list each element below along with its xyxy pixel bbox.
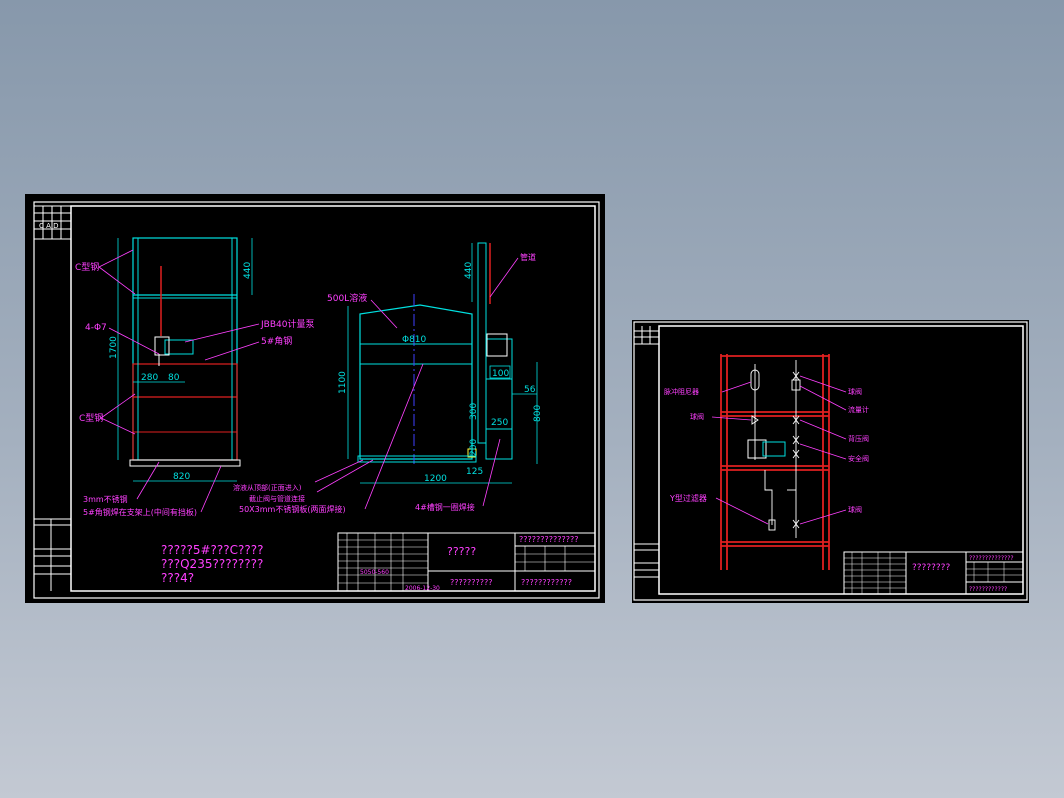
callout-pipe: 管道 — [520, 252, 536, 262]
inner-frame-2 — [658, 325, 1024, 595]
dim-1100: 1100 — [338, 371, 348, 394]
dim-200: 200 — [469, 439, 479, 456]
callout-base: 4#槽钢一圈焊接 — [415, 502, 475, 512]
title-block-2-title: ???????? — [912, 563, 950, 573]
callouts-2: 脉冲阻尼器 球阀 Y型过滤器 球阀 流量计 背压阀 安全阀 球阀 — [664, 375, 869, 525]
title-block-1-top-right: ?????????????? — [519, 535, 578, 544]
callout-check-valve: 球阀 — [848, 505, 862, 514]
title-block-1-drawing-no: 5050-560 — [360, 569, 389, 576]
callout-hole: 4-Φ7 — [85, 323, 107, 333]
side-view: 1100 Φ810 1200 440 100 56 800 300 250 20… — [233, 242, 543, 514]
dim-1700: 1700 — [109, 336, 119, 359]
dim-125: 125 — [466, 467, 483, 477]
piping — [750, 360, 801, 538]
title-block-1: ????? ?????????? ?????????????? ????????… — [337, 532, 596, 592]
callout-c-channel-mid: C型钢 — [79, 412, 103, 424]
outer-frame-2 — [633, 321, 1028, 601]
callout-flow-meter: 流量计 — [848, 405, 869, 414]
callout-meter: JBB40计量泵 — [260, 318, 314, 330]
dim-280: 280 — [141, 373, 158, 383]
dim-440-side: 440 — [464, 262, 474, 279]
sheet-2-drawing: 脉冲阻尼器 球阀 Y型过滤器 球阀 流量计 背压阀 安全阀 球阀 — [633, 321, 1028, 601]
frame-structure — [720, 354, 830, 570]
front-view: 1700 440 280 80 820 C型钢 4-Φ7 C型钢 JBB40计量… — [75, 237, 314, 517]
dim-440-front: 440 — [243, 262, 253, 279]
sheet-1: C A D 1700 440 — [25, 194, 605, 603]
dim-250: 250 — [491, 418, 508, 428]
title-block-2-top-right: ?????????????? — [969, 555, 1014, 562]
callout-angle: 5#角钢 — [261, 335, 292, 347]
title-block-1-bottom-right: ???????????? — [521, 578, 572, 587]
dim-820: 820 — [173, 472, 190, 482]
title-block-1-title: ????? — [447, 545, 476, 558]
callout-back-pressure: 背压阀 — [848, 434, 869, 443]
callout-valve: 截止阀与管道连接 — [249, 494, 305, 503]
inner-frame — [70, 205, 596, 592]
title-block-2: ???????? ?????????????? ???????????? — [843, 551, 1024, 595]
note-line-1: ?????5#???C???? — [161, 543, 264, 557]
note-line-2: ???Q235???????? — [161, 557, 263, 571]
dim-diameter: Φ810 — [402, 335, 427, 345]
callout-plate: 3mm不锈钢 — [83, 494, 128, 504]
strip-label-cad: C A D — [39, 222, 59, 230]
pump-body — [747, 439, 767, 459]
title-block-1-subtitle: ?????????? — [450, 578, 492, 587]
note-line-3: ???4? — [161, 571, 194, 585]
callout-valve-left: 球阀 — [690, 412, 704, 421]
dim-300: 300 — [469, 403, 479, 420]
sheet-2: 脉冲阻尼器 球阀 Y型过滤器 球阀 流量计 背压阀 安全阀 球阀 — [632, 320, 1029, 603]
dim-80: 80 — [168, 373, 180, 383]
outer-frame — [33, 201, 600, 599]
title-block-2-bottom-right: ???????????? — [969, 586, 1007, 593]
callout-accumulator: 脉冲阻尼器 — [664, 387, 699, 396]
pump-motor — [762, 441, 786, 457]
callout-tank: 500L溶液 — [327, 292, 367, 304]
callout-y-filter: Y型过滤器 — [669, 493, 707, 503]
callout-ball-valve: 球阀 — [848, 387, 862, 396]
callout-c-channel-top: C型钢 — [75, 261, 99, 273]
callout-feed: 溶液从顶部(正面进入) — [233, 483, 302, 492]
dim-100: 100 — [492, 369, 509, 379]
dim-56: 56 — [524, 385, 536, 395]
dim-800: 800 — [533, 405, 543, 422]
callout-steel: 50X3mm不锈钢板(两面焊接) — [239, 504, 346, 514]
dim-1200: 1200 — [424, 474, 447, 484]
callout-safety-valve: 安全阀 — [848, 454, 869, 463]
callout-bottom-note: 5#角钢焊在支架上(中间有挡板) — [83, 507, 197, 517]
sheet-1-drawing: C A D 1700 440 — [33, 201, 600, 599]
title-block-1-date: 2006-12-30 — [405, 585, 440, 592]
